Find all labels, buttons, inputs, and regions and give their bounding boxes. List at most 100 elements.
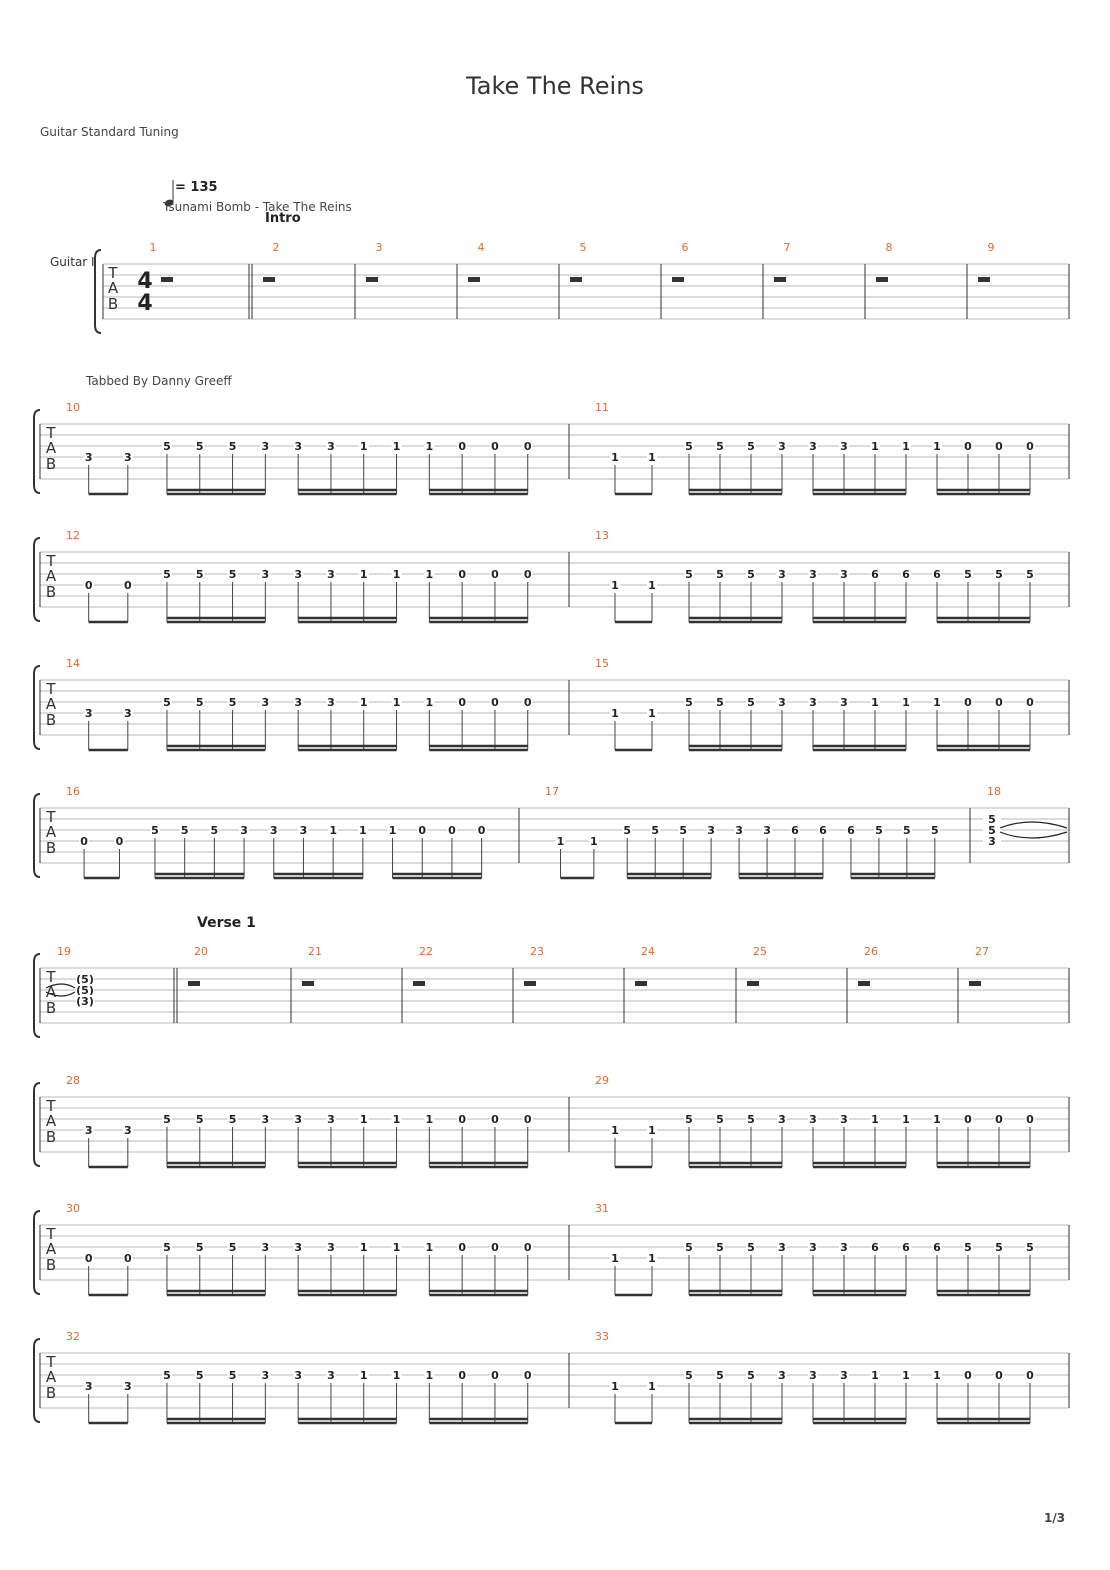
fret-number: 5 bbox=[229, 1113, 237, 1126]
fret-number: 1 bbox=[426, 440, 434, 453]
fret-number: 5 bbox=[931, 824, 939, 837]
note-background bbox=[76, 973, 94, 985]
fret-number: 3 bbox=[735, 824, 743, 837]
fret-number: 0 bbox=[491, 1369, 499, 1382]
note-background bbox=[932, 696, 942, 708]
fret-number: 3 bbox=[240, 824, 248, 837]
note-background bbox=[122, 1380, 133, 1392]
note-background bbox=[647, 1124, 657, 1136]
tempo-marking: = 135 bbox=[175, 180, 218, 195]
fret-number: 3 bbox=[85, 451, 93, 464]
measure-number: 12 bbox=[66, 529, 80, 542]
note-background bbox=[839, 568, 849, 580]
fret-number: 1 bbox=[648, 451, 656, 464]
note-background bbox=[194, 440, 205, 452]
fret-number: 3 bbox=[778, 1241, 786, 1254]
fret-number: 1 bbox=[902, 696, 910, 709]
fret-number: 3 bbox=[262, 1369, 270, 1382]
fret-number: 6 bbox=[791, 824, 799, 837]
tie-arc-icon bbox=[999, 821, 1068, 829]
measure-number: 20 bbox=[194, 945, 208, 958]
tab-clef-letter: T bbox=[45, 1225, 56, 1243]
note-background bbox=[808, 1113, 818, 1125]
whole-rest-icon bbox=[263, 277, 275, 282]
quarter-note-icon bbox=[164, 180, 174, 207]
note-background bbox=[457, 1113, 468, 1125]
note-background bbox=[268, 824, 279, 836]
section-verse-label: Verse 1 bbox=[197, 915, 256, 931]
fret-number: 5 bbox=[716, 1369, 724, 1382]
fret-number: 1 bbox=[933, 1113, 941, 1126]
note-background bbox=[489, 1241, 500, 1253]
fret-number: 1 bbox=[648, 707, 656, 720]
note-background bbox=[932, 440, 942, 452]
fret-number: 0 bbox=[418, 824, 426, 837]
fret-number: 3 bbox=[778, 696, 786, 709]
measure-number: 27 bbox=[975, 945, 989, 958]
note-background bbox=[647, 1252, 657, 1264]
fret-number: 5 bbox=[163, 696, 171, 709]
note-background bbox=[489, 696, 500, 708]
note-background bbox=[122, 451, 133, 463]
tab-clef-letter: B bbox=[46, 999, 56, 1017]
note-background bbox=[260, 1369, 271, 1381]
fret-number: 6 bbox=[933, 568, 941, 581]
note-background bbox=[777, 440, 787, 452]
note-background bbox=[522, 1113, 533, 1125]
note-background bbox=[161, 696, 172, 708]
note-background bbox=[83, 1252, 94, 1264]
fret-number: 5 bbox=[196, 1113, 204, 1126]
note-background bbox=[932, 568, 942, 580]
note-background bbox=[293, 568, 304, 580]
fret-number: 0 bbox=[964, 440, 972, 453]
fret-number: 0 bbox=[524, 1113, 532, 1126]
fret-number: 3 bbox=[840, 440, 848, 453]
note-background bbox=[79, 835, 90, 847]
tab-clef-letter: T bbox=[45, 552, 56, 570]
fret-number: 1 bbox=[389, 824, 397, 837]
whole-rest-icon bbox=[969, 981, 981, 986]
measure-number: 10 bbox=[66, 401, 80, 414]
fret-number: 5 bbox=[747, 1113, 755, 1126]
time-signature-denominator: 4 bbox=[137, 291, 152, 316]
note-background bbox=[122, 707, 133, 719]
tab-clef-letter: T bbox=[107, 264, 118, 282]
note-background bbox=[489, 568, 500, 580]
note-background bbox=[161, 1369, 172, 1381]
note-background bbox=[762, 824, 773, 836]
note-background bbox=[870, 1369, 880, 1381]
note-background bbox=[83, 579, 94, 591]
page-number: 1/3 bbox=[1044, 1511, 1066, 1525]
note-background bbox=[358, 696, 369, 708]
fret-number: 3 bbox=[840, 568, 848, 581]
measure-number: 9 bbox=[988, 241, 995, 254]
tab-clef-letter: T bbox=[45, 680, 56, 698]
fret-number: 5 bbox=[995, 1241, 1003, 1254]
fret-number: 1 bbox=[611, 451, 619, 464]
whole-rest-icon bbox=[413, 981, 425, 986]
fret-number: 0 bbox=[524, 1369, 532, 1382]
fret-number: 6 bbox=[847, 824, 855, 837]
fret-number: 1 bbox=[611, 579, 619, 592]
fret-number: 1 bbox=[902, 1369, 910, 1382]
note-background bbox=[325, 568, 336, 580]
fret-number: 5 bbox=[1026, 568, 1034, 581]
note-background bbox=[808, 440, 818, 452]
fret-number: 5 bbox=[229, 1241, 237, 1254]
fret-number: 0 bbox=[491, 440, 499, 453]
note-background bbox=[963, 568, 973, 580]
note-background bbox=[489, 1113, 500, 1125]
fret-number: 3 bbox=[262, 1113, 270, 1126]
fret-number: 5 bbox=[163, 1113, 171, 1126]
note-background bbox=[457, 1369, 468, 1381]
note-background bbox=[325, 440, 336, 452]
note-background bbox=[610, 451, 620, 463]
fret-number: 3 bbox=[262, 696, 270, 709]
measure-number: 17 bbox=[545, 785, 559, 798]
whole-rest-icon bbox=[747, 981, 759, 986]
note-background bbox=[610, 707, 620, 719]
fret-number: (5) bbox=[76, 984, 94, 997]
note-background bbox=[983, 813, 1001, 825]
fret-number: 5 bbox=[229, 568, 237, 581]
